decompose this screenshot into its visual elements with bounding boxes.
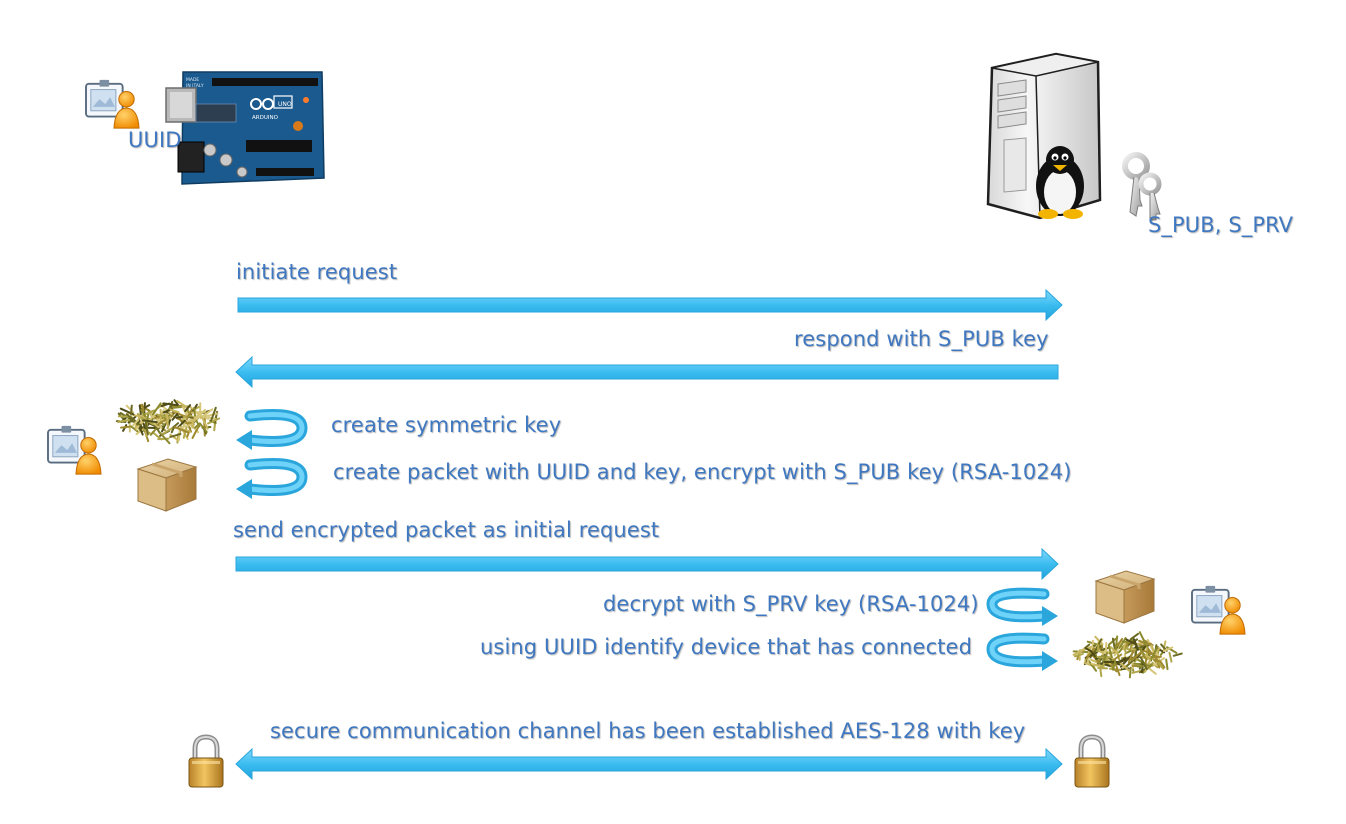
package-box-icon — [136, 457, 198, 513]
server-keys-label: S_PUB, S_PRV — [1148, 213, 1294, 237]
padlock-icon — [189, 737, 223, 787]
id-card-person-icon — [85, 78, 141, 130]
board-italy-text: IN ITALY — [186, 83, 204, 89]
loop-identify-device — [986, 632, 1058, 671]
step-decrypt-label: decrypt with S_PRV key (RSA-1024) — [603, 592, 979, 616]
step-initiate-request-label: initiate request — [236, 260, 398, 284]
step-create-packet-label: create packet with UUID and key, encrypt… — [333, 460, 1072, 484]
arrow-initiate-request — [237, 288, 1063, 322]
keys-icon — [1122, 152, 1162, 221]
linux-penguin-icon — [1036, 146, 1084, 219]
board-arduino-text: ARDUINO — [252, 115, 279, 121]
key-shreds-icon — [115, 399, 221, 445]
id-card-person-icon — [47, 424, 103, 476]
loop-decrypt — [986, 587, 1058, 626]
step-create-key-label: create symmetric key — [331, 413, 562, 437]
key-shreds-icon — [1072, 631, 1183, 679]
arrow-send-encrypted-packet — [235, 547, 1059, 581]
arrow-secure-channel — [235, 747, 1063, 781]
device-uuid-label: UUID — [128, 128, 182, 152]
loop-create-packet — [236, 458, 308, 499]
arduino-board-icon: MADE IN ITALY ARDUINO UNO — [165, 71, 325, 185]
step-identify-device-label: using UUID identify device that has conn… — [480, 635, 973, 659]
step-send-packet-label: send encrypted packet as initial request — [233, 518, 660, 542]
step-respond-label: respond with S_PUB key — [794, 327, 1049, 351]
step-secure-channel-label: secure communication channel has been es… — [270, 719, 1026, 743]
arrow-respond-s-pub — [235, 355, 1059, 389]
board-made-text: MADE — [186, 77, 199, 83]
padlock-icon — [1075, 737, 1109, 787]
board-uno-text: UNO — [278, 101, 292, 108]
package-box-icon — [1094, 569, 1156, 625]
id-card-person-icon — [1191, 584, 1247, 636]
loop-create-symmetric-key — [236, 409, 308, 450]
